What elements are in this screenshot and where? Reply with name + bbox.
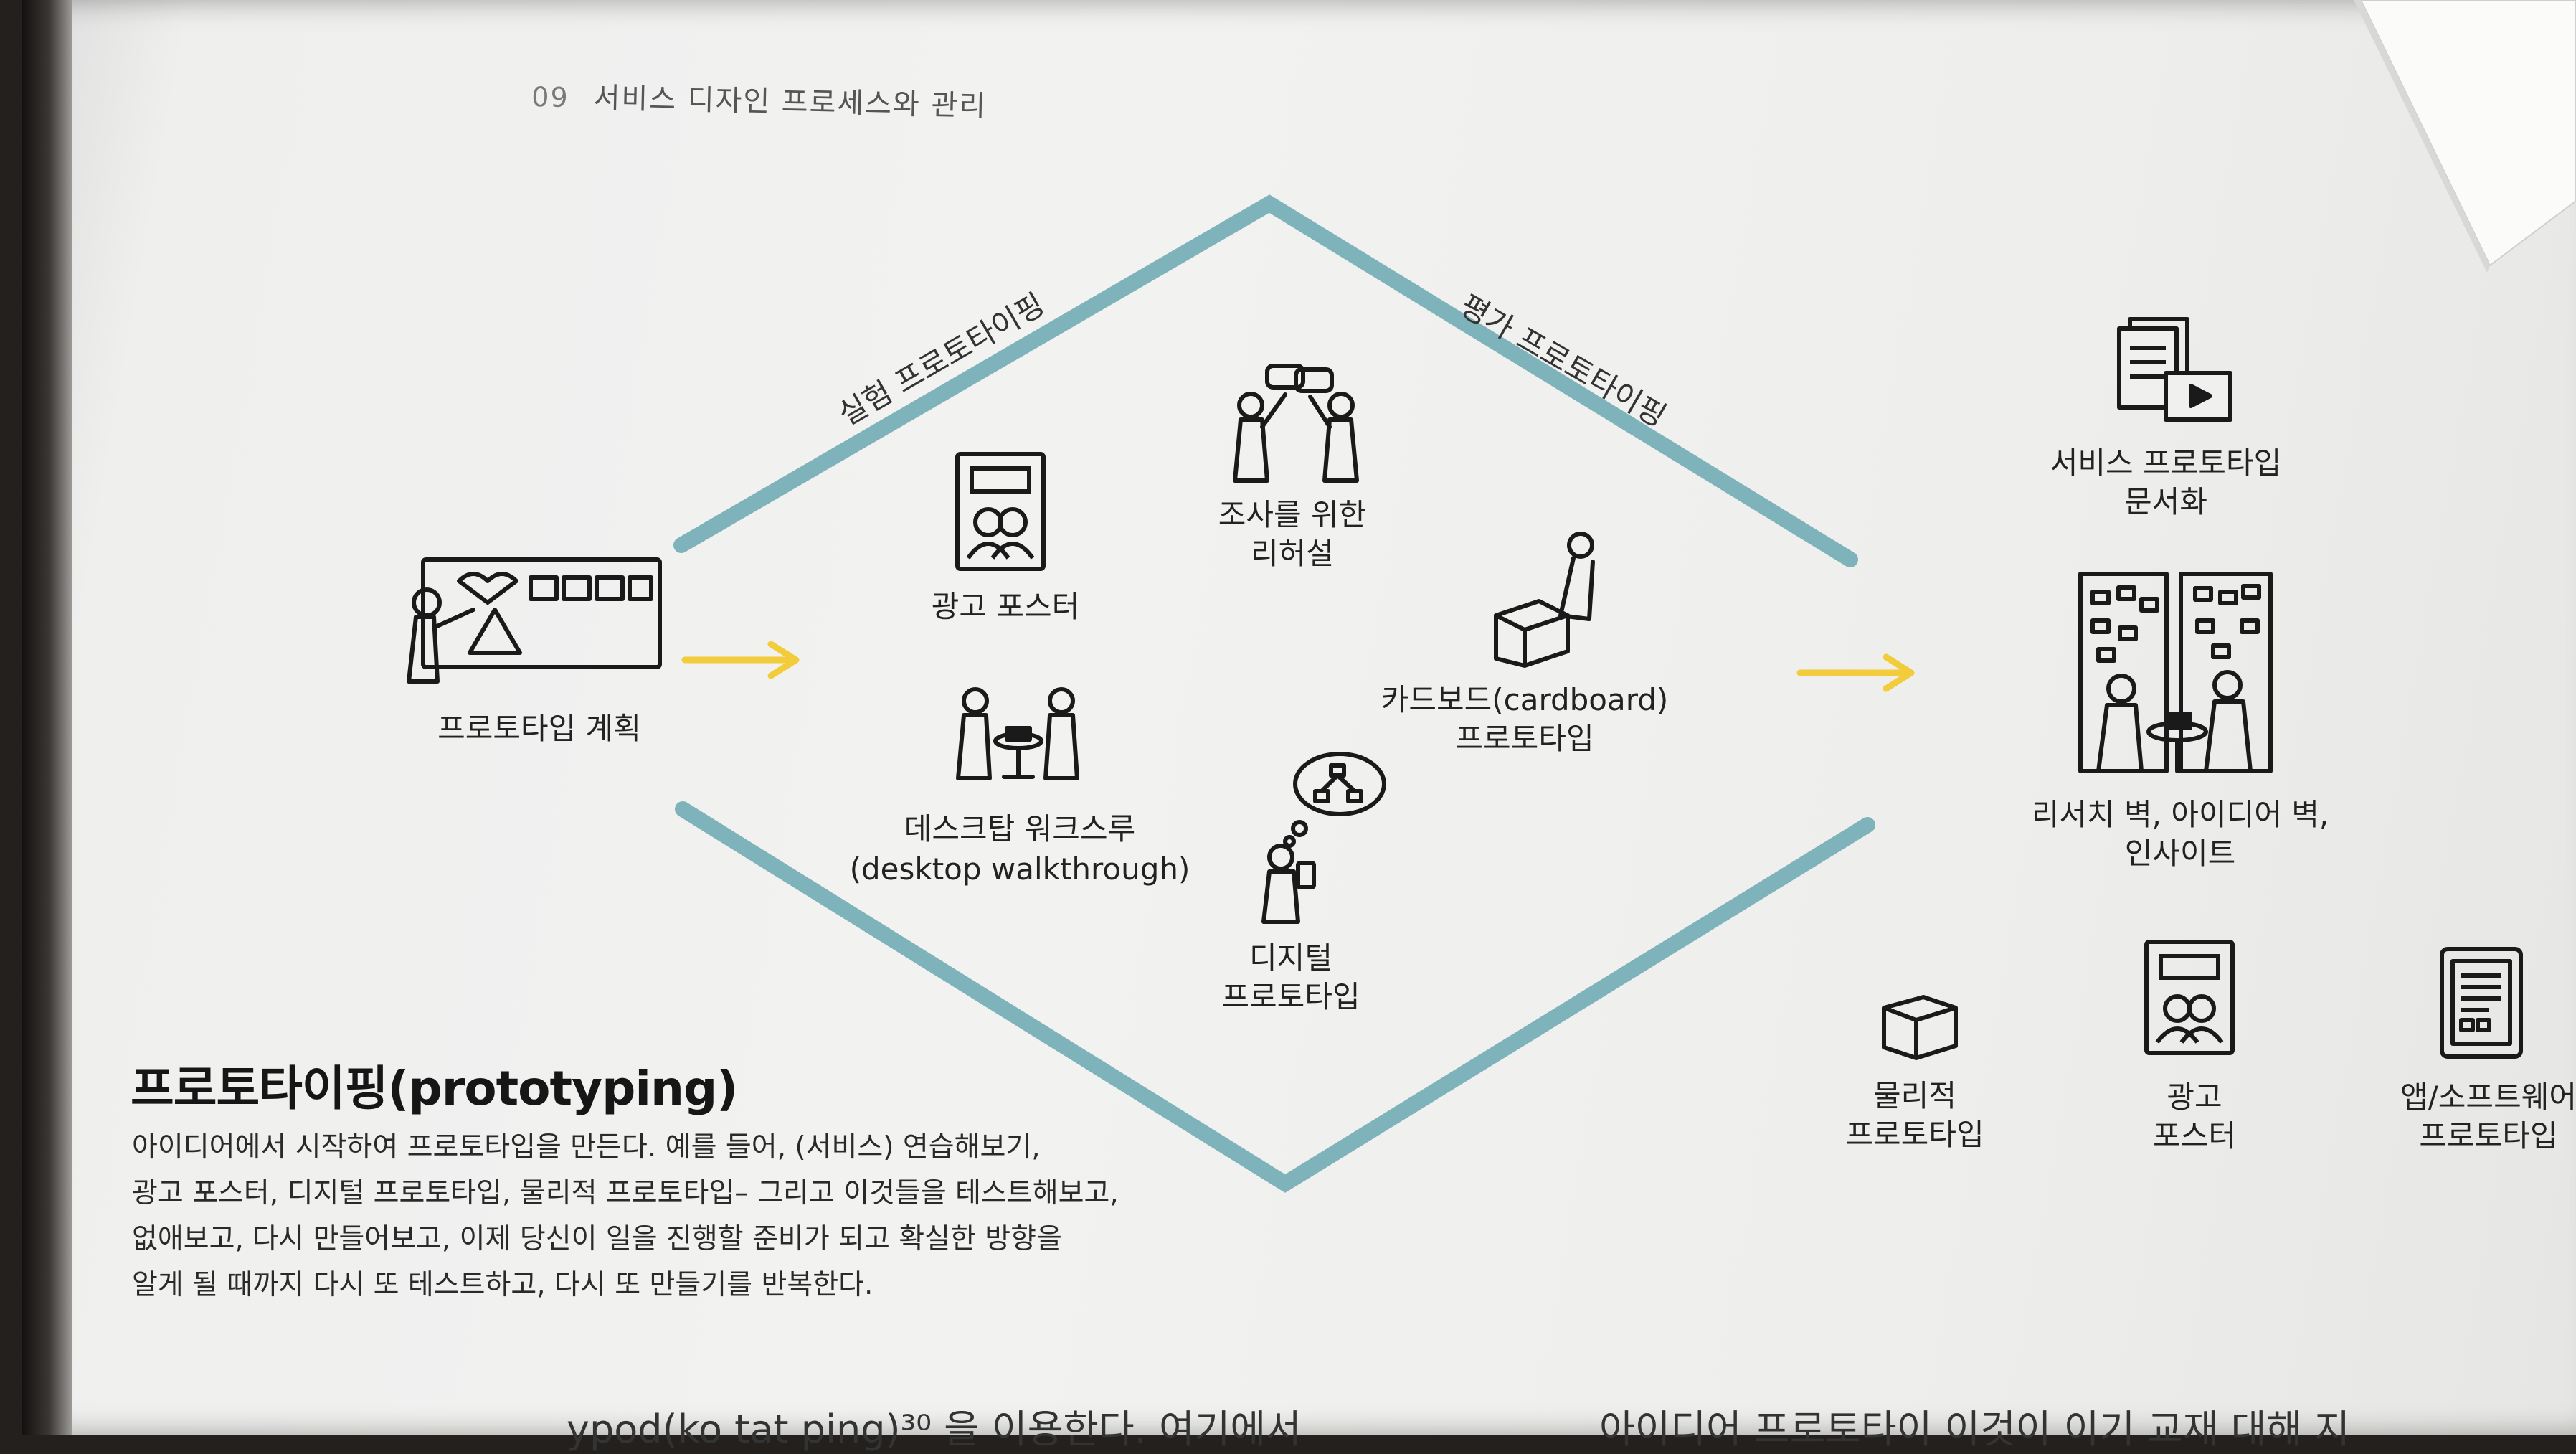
planning-board-icon	[394, 552, 667, 696]
desktop-walkthrough-icon	[954, 685, 1083, 785]
body-line: 광고 포스터, 디지털 프로토타입, 물리적 프로토타입– 그리고 이것들을 테…	[132, 1177, 1119, 1209]
cut-off-text-left: ypod(ko tat ping)³⁰ 을 이용한다. 여기에서	[567, 1407, 1302, 1452]
cut-off-text-right: 아이디어 프로토타이 이것이 이기 교재 대해 지	[1599, 1407, 2350, 1452]
center-item-label: 리허설	[1251, 536, 1334, 571]
section-body: 아이디어에서 시작하여 프로토타입을 만든다. 예를 들어, (서비스) 연습해…	[132, 1125, 1279, 1308]
center-item-label: 광고 포스터	[931, 589, 1080, 624]
right-item-label: 프로토타입	[2419, 1118, 2558, 1153]
plan-label: 프로토타입 계획	[437, 711, 641, 746]
arrow-right-icon	[1800, 651, 1922, 694]
right-item-label: 포스터	[2153, 1118, 2236, 1153]
body-line: 알게 될 때까지 다시 또 테스트하고, 다시 또 만들기를 반복한다.	[132, 1269, 873, 1301]
book-spine	[22, 0, 72, 1435]
body-line: 없애보고, 다시 만들어보고, 이제 당신이 일을 진행할 준비가 되고 확실한…	[132, 1223, 1062, 1255]
document-video-icon	[2116, 316, 2234, 423]
right-item-label: 리서치 벽, 아이디어 벽,	[2031, 797, 2329, 832]
cube-icon	[1880, 990, 1959, 1062]
right-item-label: 문서화	[2124, 484, 2207, 519]
center-item-label: 조사를 위한	[1218, 497, 1367, 532]
right-item-label: 서비스 프로토타입	[2050, 445, 2282, 481]
arrow-right-icon	[685, 638, 807, 681]
right-item-label: 앱/소프트웨어	[2400, 1080, 2576, 1115]
paper-corner	[2354, 0, 2576, 273]
research-wall-icon	[2077, 570, 2278, 778]
rehearsal-people-icon	[1228, 362, 1364, 488]
center-item-label: 프로토타입	[1221, 979, 1360, 1014]
center-item-label: 디지털	[1249, 940, 1332, 976]
center-item-label: (desktop walkthrough)	[849, 851, 1190, 887]
tablet-app-icon	[2438, 945, 2524, 1060]
right-item-label: 프로토타입	[1845, 1117, 1984, 1152]
center-item-label: 프로토타입	[1455, 721, 1594, 756]
right-item-label: 광고	[2167, 1080, 2222, 1115]
digital-prototype-icon	[1248, 750, 1391, 925]
diamond-frame	[22, 0, 2576, 1435]
center-item-label: 데스크탑 워크스루	[904, 811, 1136, 846]
center-item-label: 카드보드(cardboard)	[1381, 682, 1669, 717]
poster-icon	[954, 450, 1047, 572]
right-item-label: 인사이트	[2124, 836, 2236, 871]
section-title: 프로토타이핑(prototyping)	[131, 1061, 738, 1116]
body-line: 아이디어에서 시작하여 프로토타입을 만든다. 예를 들어, (서비스) 연습해…	[132, 1131, 1041, 1163]
poster-icon	[2143, 938, 2236, 1057]
right-item-label: 물리적	[1873, 1078, 1956, 1113]
cardboard-box-icon	[1489, 529, 1604, 666]
diamond-lines	[681, 204, 1867, 1184]
